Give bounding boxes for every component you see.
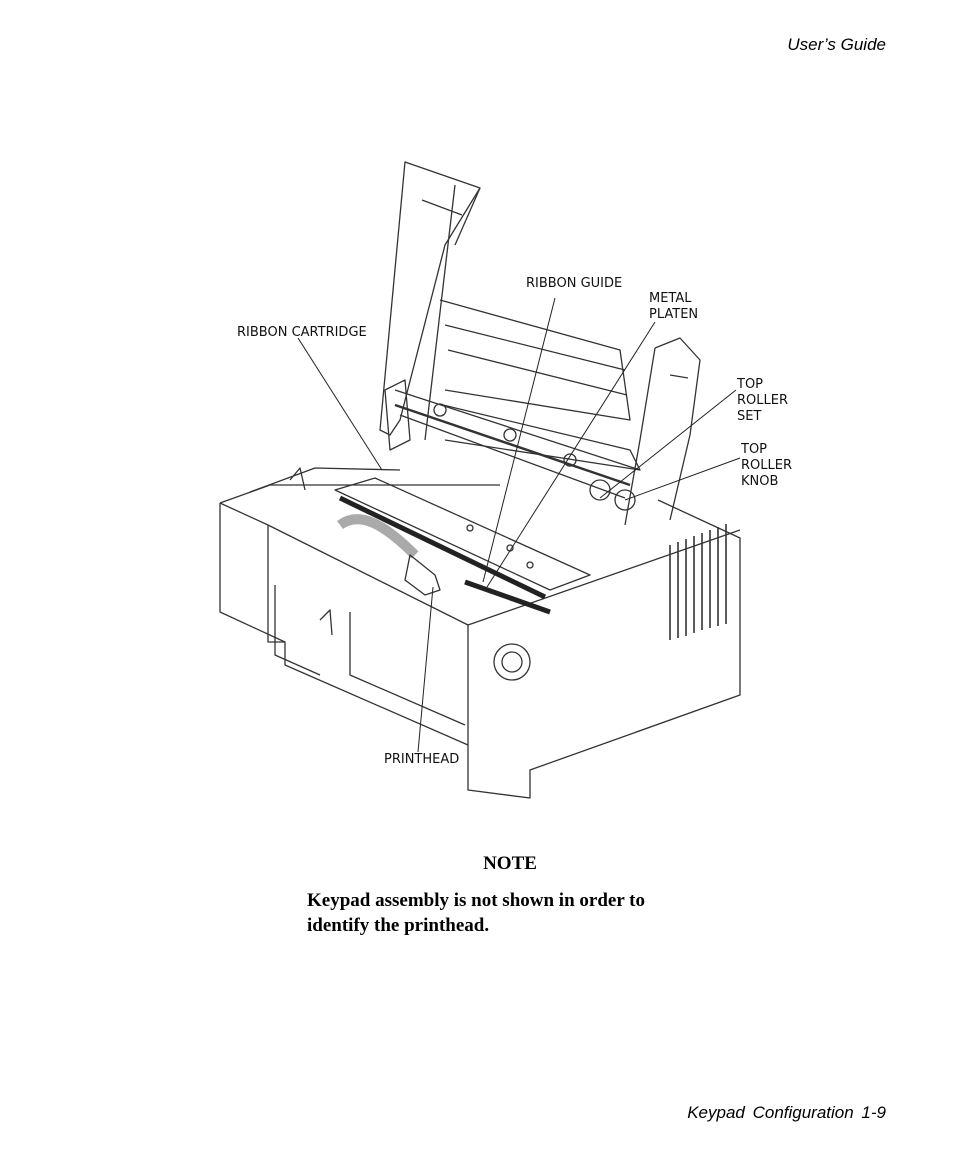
leader-ribbon-guide bbox=[482, 297, 556, 583]
label-top-roller-set-line3: SET bbox=[737, 409, 761, 424]
label-top-roller-set-line1: TOP bbox=[736, 377, 763, 392]
leader-top-roller-knob bbox=[624, 457, 741, 501]
page-header-title: User’s Guide bbox=[787, 35, 886, 54]
label-metal-platen-line1: METAL bbox=[649, 291, 692, 306]
page-footer: Keypad Configuration 1-9 bbox=[687, 1103, 886, 1122]
label-ribbon-guide: RIBBON GUIDE bbox=[526, 276, 622, 291]
leader-ribbon-cartridge bbox=[297, 337, 383, 471]
label-top-roller-knob-line2: ROLLER bbox=[741, 458, 792, 473]
printer-line-drawing: RIBBON CARTRIDGE RIBBON GUIDE METAL PLAT… bbox=[219, 161, 792, 799]
leader-printhead bbox=[417, 586, 434, 753]
note-body-line-1: Keypad assembly is not shown in order to bbox=[307, 890, 646, 911]
leader-metal-platen bbox=[486, 321, 656, 588]
leader-top-roller-set bbox=[599, 389, 737, 499]
label-metal-platen-line2: PLATEN bbox=[649, 307, 698, 322]
label-printhead: PRINTHEAD bbox=[384, 752, 459, 767]
note-body-line-2: identify the printhead. bbox=[307, 915, 490, 936]
label-top-roller-knob-line1: TOP bbox=[740, 442, 767, 457]
printer-illustration: RIBBON CARTRIDGE RIBBON GUIDE METAL PLAT… bbox=[200, 150, 810, 820]
note-body: Keypad assembly is not shown in order to… bbox=[307, 888, 707, 938]
label-ribbon-cartridge: RIBBON CARTRIDGE bbox=[237, 325, 367, 340]
label-top-roller-knob-line3: KNOB bbox=[741, 474, 778, 489]
note-heading: NOTE bbox=[483, 853, 537, 874]
label-top-roller-set-line2: ROLLER bbox=[737, 393, 788, 408]
